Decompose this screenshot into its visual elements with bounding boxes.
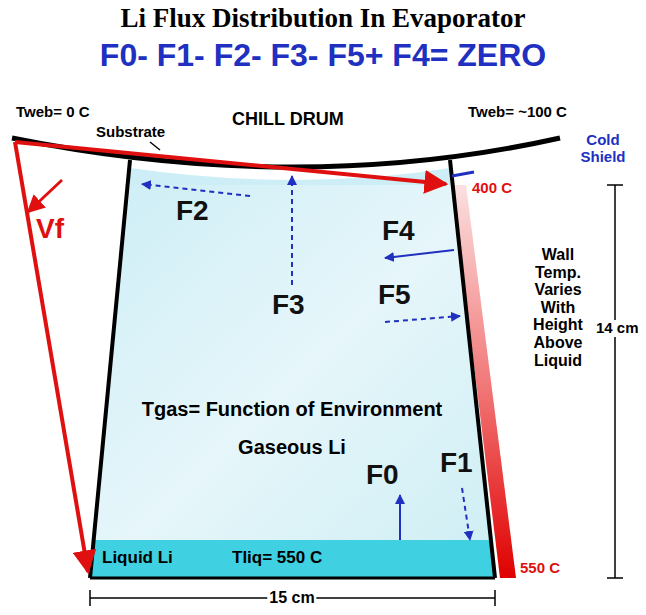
dimension-line bbox=[614, 185, 616, 578]
dimension-tick bbox=[89, 590, 91, 606]
part-name: CHILL DRUM bbox=[232, 110, 344, 130]
left-wall bbox=[90, 160, 130, 578]
flux-arrow bbox=[462, 488, 470, 540]
wall-temperature-bar bbox=[452, 185, 516, 578]
substrate-leader bbox=[150, 142, 160, 150]
part-name: Liquid Li bbox=[102, 549, 173, 568]
part-name: Substrate bbox=[96, 124, 165, 141]
liquid-pool bbox=[90, 540, 495, 578]
flux-label: F1 bbox=[440, 448, 473, 479]
temperature-label: Tliq= 550 C bbox=[232, 549, 322, 568]
temperature-label: 550 C bbox=[520, 560, 560, 577]
flux-label: F0 bbox=[366, 460, 399, 491]
flux-label: F2 bbox=[176, 196, 209, 227]
flux-arrow bbox=[385, 250, 454, 258]
temperature-label: Tweb= 0 C bbox=[16, 104, 90, 121]
flux-arrow bbox=[385, 316, 460, 322]
flux-arrow bbox=[291, 176, 293, 285]
gas-volume bbox=[90, 185, 495, 578]
chill-drum bbox=[12, 138, 560, 167]
view-factor-arrow bbox=[28, 180, 62, 212]
cold-shield bbox=[452, 172, 474, 176]
dimension-tick bbox=[494, 590, 496, 606]
part-name: Cold Shield bbox=[570, 132, 636, 165]
diagram-title: Li Flux Distribution In Evaporator bbox=[120, 4, 525, 34]
temperature-label: 400 C bbox=[472, 180, 512, 197]
view-factor-label: Vf bbox=[36, 214, 64, 245]
wall-temperature-note: Wall Temp. Varies With Height Above Liqu… bbox=[524, 246, 592, 369]
dimension-tick bbox=[607, 577, 623, 579]
flux-arrow bbox=[142, 184, 250, 196]
view-factor-line bbox=[15, 142, 446, 184]
dimension-label: 15 cm bbox=[267, 589, 316, 607]
flux-label: F4 bbox=[382, 216, 415, 247]
temperature-label: Tweb= ~100 C bbox=[468, 104, 567, 121]
right-wall bbox=[450, 160, 495, 578]
view-factor-line bbox=[15, 142, 88, 572]
gas-temperature-note: Tgas= Function of Environment bbox=[142, 398, 443, 420]
dimension-label: 14 cm bbox=[594, 320, 641, 337]
dimension-tick bbox=[607, 184, 623, 186]
flux-equation: F0- F1- F2- F3- F5+ F4= ZERO bbox=[100, 38, 546, 73]
flux-arrow bbox=[399, 495, 401, 540]
part-name: Gaseous Li bbox=[238, 436, 346, 458]
flux-label: F3 bbox=[272, 290, 305, 321]
bottom-wall bbox=[90, 577, 495, 580]
flux-label: F5 bbox=[378, 280, 411, 311]
